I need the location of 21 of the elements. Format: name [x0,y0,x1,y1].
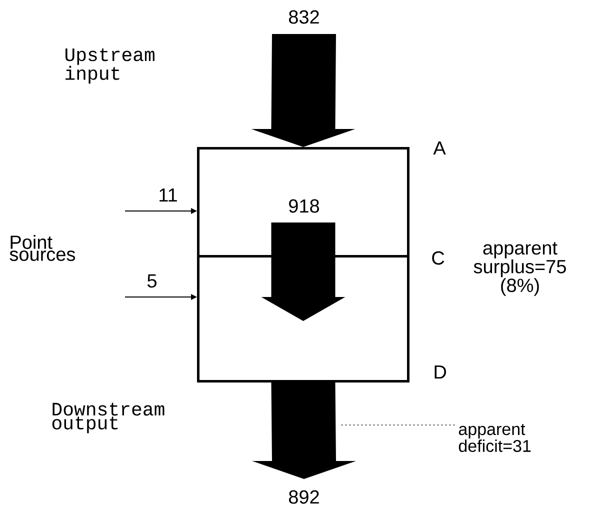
inflow-arrow [124,208,197,214]
section-label: C [432,251,444,265]
flow-value: 892 [288,490,319,504]
annotation-text: Upstream input [66,48,154,84]
flow-arrow [252,382,356,479]
section-label: A [433,141,446,155]
annotation-text: Point sources [10,235,76,261]
flow-value: 11 [160,188,177,202]
flow-value: 5 [147,274,156,288]
flow-value: 918 [289,199,320,213]
leader-line [340,424,456,426]
segment-box [197,255,410,382]
section-label: D [434,365,446,379]
inflow-arrow [124,294,197,300]
flow-arrow [251,34,356,147]
annotation-text: apparent deficit=31 [458,424,531,452]
annotation-text: Downstream output [52,402,164,434]
flow-value: 832 [288,10,319,24]
flow-arrow [261,222,346,321]
segment-box [197,147,410,258]
annotation-text: apparent surplus=75 (8%) [474,242,566,296]
